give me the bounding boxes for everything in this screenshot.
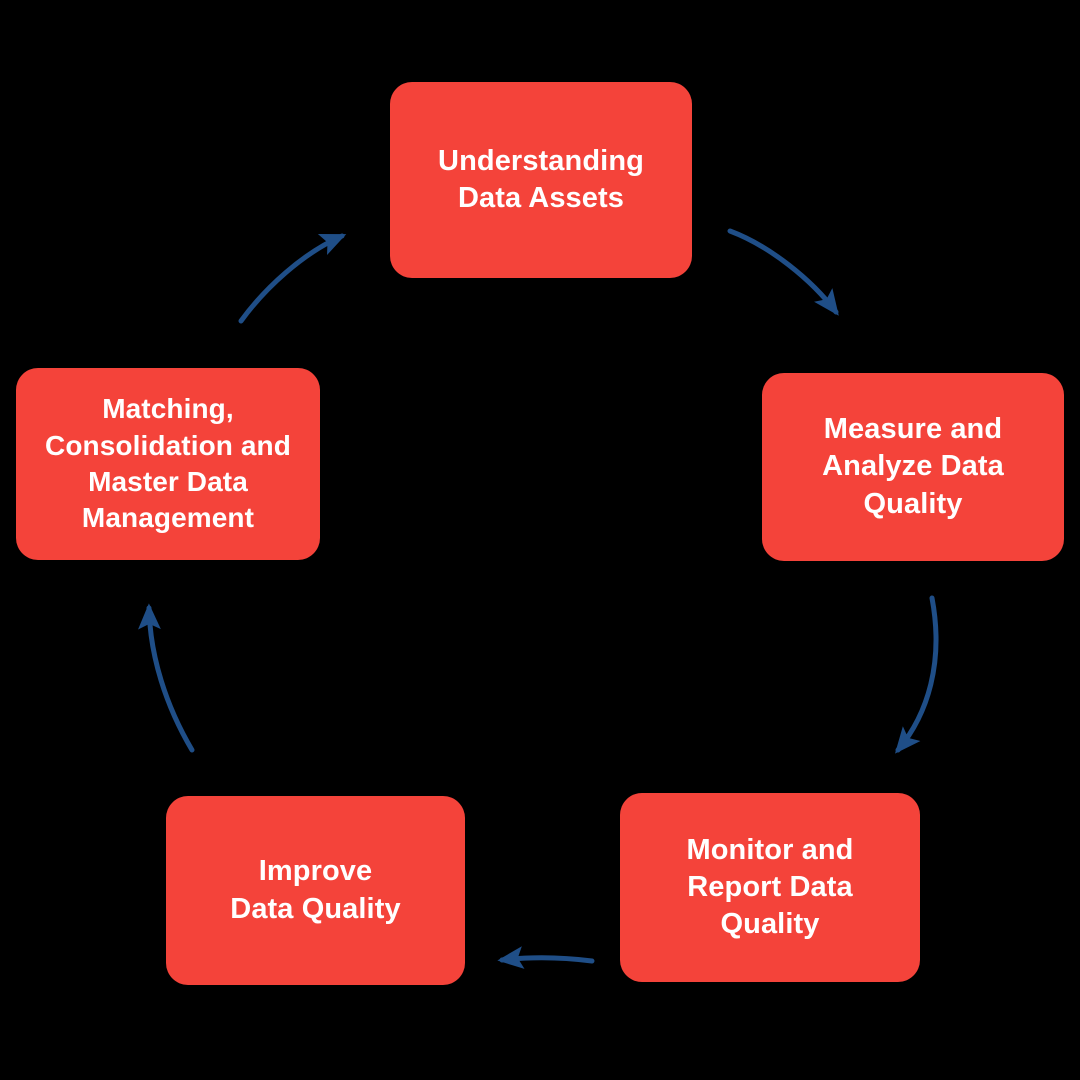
- arrow-improve-to-matching: [138, 603, 195, 753]
- node-label: Improve Data Quality: [230, 855, 401, 925]
- node-matching-consolidation-and-master-data-management[interactable]: Matching, Consolidation and Master Data …: [16, 368, 320, 560]
- node-measure-and-analyze-data-quality[interactable]: Measure and Analyze Data Quality: [762, 373, 1064, 561]
- arrow-matching-to-understanding: [238, 233, 347, 324]
- node-label: Monitor and Report Data Quality: [686, 833, 854, 941]
- arrow-understanding-to-measure: [727, 228, 839, 316]
- node-understanding-data-assets[interactable]: Understanding Data Assets: [390, 82, 692, 278]
- arrow-measure-to-monitor: [895, 595, 939, 754]
- node-monitor-and-report-data-quality[interactable]: Monitor and Report Data Quality: [620, 793, 920, 982]
- node-label: Matching, Consolidation and Master Data …: [45, 393, 291, 534]
- arrow-monitor-to-improve: [497, 946, 595, 969]
- node-improve-data-quality[interactable]: Improve Data Quality: [166, 796, 465, 985]
- node-label: Measure and Analyze Data Quality: [822, 413, 1004, 520]
- node-label: Understanding Data Assets: [438, 144, 644, 214]
